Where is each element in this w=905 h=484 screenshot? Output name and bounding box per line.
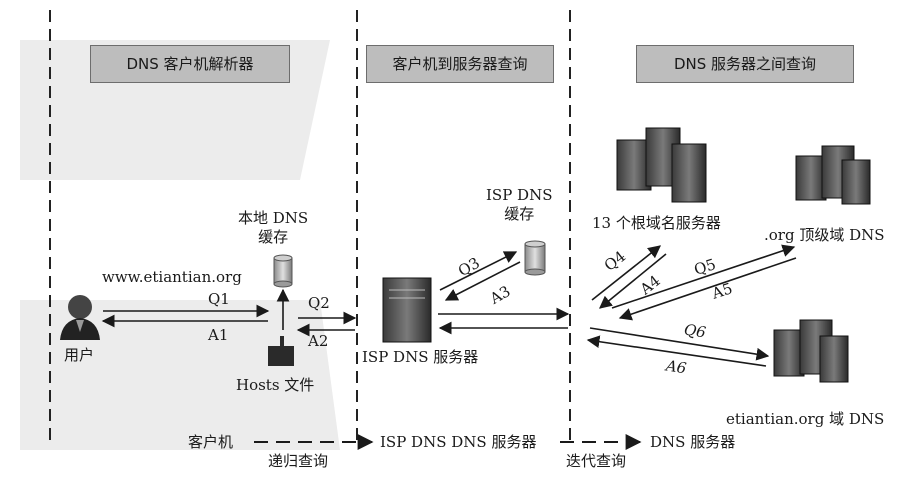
local-cache-label: 本地 DNS 缓存 (238, 209, 309, 246)
isp-server-icon (382, 277, 432, 343)
column-dividers (49, 10, 571, 440)
a2-label: A2 (308, 332, 329, 350)
isp-cache-label: ISP DNS 缓存 (486, 186, 553, 223)
header-resolver: DNS 客户机解析器 (90, 45, 290, 83)
user-icon (60, 295, 100, 340)
query-arrows (101, 244, 797, 450)
etiantian-servers-icon (773, 319, 849, 383)
a1-label: A1 (208, 326, 229, 344)
q1-label: Q1 (208, 290, 230, 308)
q2-label: Q2 (308, 294, 330, 312)
org-tld-servers-icon (795, 145, 871, 205)
domain-label: www.etiantian.org (102, 268, 242, 286)
legend-isp-server: ISP DNS DNS 服务器 (380, 433, 537, 451)
header-between-servers: DNS 服务器之间查询 (636, 45, 854, 83)
user-label: 用户 (64, 346, 95, 364)
hosts-file-label: Hosts 文件 (236, 376, 315, 394)
a6-label: A6 (664, 356, 688, 378)
local-cache-icon (273, 254, 293, 288)
hosts-file-icon (268, 336, 294, 366)
etiantian-dns-label: etiantian.org 域 DNS (726, 410, 885, 428)
isp-server-label: ISP DNS 服务器 (362, 348, 479, 366)
org-tld-label: .org 顶级域 DNS (764, 226, 885, 244)
legend-client: 客户机 (188, 433, 234, 451)
root-servers-icon (616, 127, 707, 203)
legend-dns-server: DNS 服务器 (650, 433, 736, 451)
legend-iterative: 迭代查询 (566, 452, 627, 470)
header-client-to-server: 客户机到服务器查询 (366, 45, 554, 83)
isp-cache-icon (524, 240, 546, 276)
q6-label: Q6 (682, 320, 708, 342)
legend-recursive: 递归查询 (268, 452, 329, 470)
root-servers-label: 13 个根域名服务器 (592, 214, 721, 232)
